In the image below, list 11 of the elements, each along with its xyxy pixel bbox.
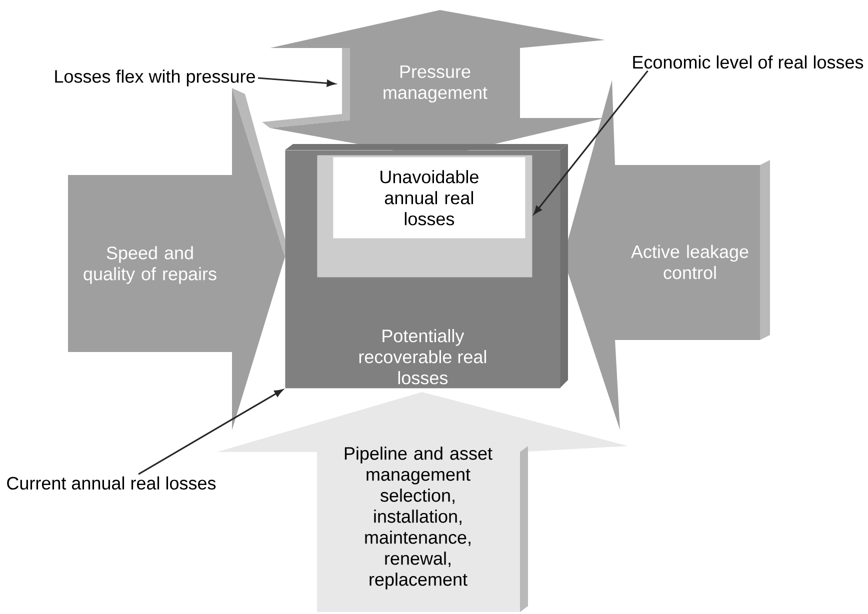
leader-arrow bbox=[138, 389, 283, 475]
action-panel: Active leakage control bbox=[563, 80, 770, 430]
leader-arrow bbox=[258, 77, 336, 87]
action-panel: Speed and quality of repairs bbox=[68, 88, 290, 430]
action-panel: Pipeline and asset management selection, installation, maintenance, renewal, replacement bbox=[217, 392, 628, 612]
unavoidable-loss-box: Unavoidable annual real losses bbox=[333, 157, 526, 238]
annotation-text: Current annual real losses bbox=[7, 476, 216, 490]
annotation-text: Losses flex with pressure bbox=[55, 70, 255, 86]
annotation-text: Economic level of real losses bbox=[633, 55, 864, 69]
action-panel: Pressure management bbox=[262, 10, 605, 158]
leader-arrow bbox=[534, 70, 648, 214]
